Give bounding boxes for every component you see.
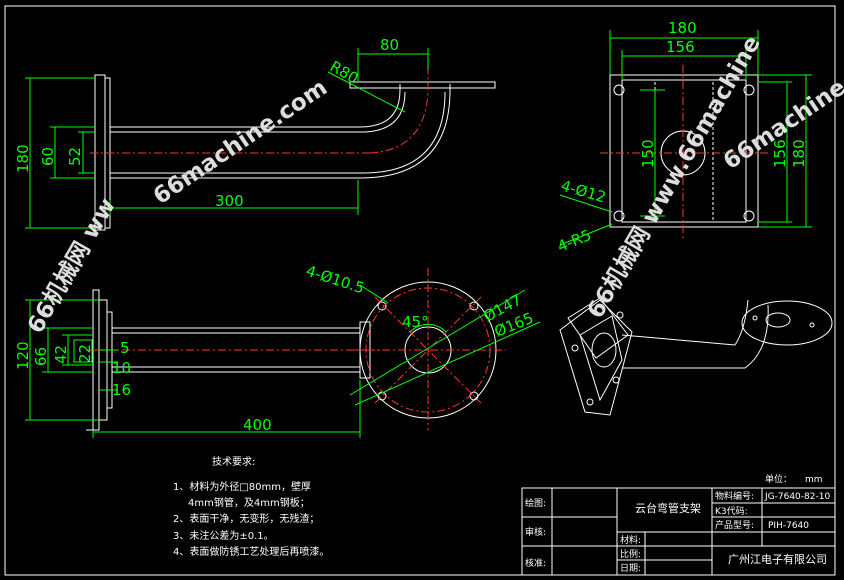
tb-drawn-label: 绘图:: [525, 497, 546, 509]
side-view-dims: [559, 30, 812, 246]
dim-120: 120: [14, 341, 32, 370]
dim-22: 22: [76, 344, 94, 363]
dim-r5: 4-R5: [555, 226, 594, 256]
front-view-bottom-dims: [25, 299, 361, 438]
notes-item-1b: 4mm钢管，及4mm钢板；: [188, 496, 310, 509]
side-view-centerlines: [600, 65, 768, 238]
unit-value: mm: [805, 475, 823, 485]
watermark-top: 66machine.com: [149, 75, 332, 210]
tb-company: 广州江电子有限公司: [728, 552, 827, 566]
flange-dims: [349, 284, 541, 406]
tb-material-label: 材料:: [620, 534, 641, 546]
dim-holes-10-5: 4-Ø10.5: [304, 262, 367, 298]
front-view-top: [94, 74, 496, 231]
tb-part-no-label: 物料编号:: [715, 490, 754, 502]
unit-label: 单位：: [765, 473, 792, 485]
dim-r80: R80: [327, 57, 362, 87]
tb-approved-label: 核准:: [525, 557, 546, 569]
dim-angle-45: 45°: [402, 313, 429, 331]
tb-date-label: 日期:: [620, 563, 641, 574]
dim-66: 66: [32, 347, 50, 366]
title-block-grid: [521, 487, 836, 576]
dim-holes-12: 4-Ø12: [559, 177, 608, 207]
dim-180-left: 180: [14, 144, 32, 173]
dim-52: 52: [66, 147, 84, 166]
front-view-bottom: [86, 289, 371, 431]
dim-180-side-top: 180: [668, 19, 697, 37]
dim-300: 300: [215, 192, 244, 210]
dim-150: 150: [639, 139, 657, 168]
dim-5: 5: [120, 339, 130, 357]
dim-80-top: 80: [380, 36, 399, 54]
notes-item-3: 3、未注公差为±0.1。: [173, 529, 274, 542]
tb-part-no: JG-7640-82-10: [764, 492, 830, 502]
dim-60: 60: [39, 147, 57, 166]
notes-item-1: 1、材料为外径□80mm，壁厚: [173, 480, 311, 493]
dim-156-side-right: 156: [771, 139, 789, 168]
notes-title: 技术要求:: [212, 455, 255, 468]
tb-part-name: 云台弯管支架: [635, 501, 701, 515]
isometric-view: [559, 297, 833, 416]
side-view: [609, 74, 759, 228]
dim-180-side-right: 180: [790, 139, 808, 168]
dim-16: 16: [112, 381, 131, 399]
watermark-left-vertical: 66机械网 ww: [23, 194, 121, 338]
tb-product-label: 产品型号:: [715, 519, 754, 531]
tb-product: PIH-7640: [768, 521, 809, 531]
front-view-top-centerlines: [90, 70, 429, 154]
dim-10: 10: [112, 359, 131, 377]
tb-checked-label: 审核:: [525, 526, 546, 538]
flange-centerlines: [350, 268, 506, 430]
dim-42: 42: [52, 345, 70, 364]
notes-item-4: 4、表面做防锈工艺处理后再喷漆。: [173, 545, 329, 558]
drawing-border: [4, 5, 836, 576]
tb-scale-label: 比例:: [620, 548, 641, 560]
dim-400: 400: [243, 416, 272, 434]
dim-156-side-top: 156: [666, 38, 695, 56]
front-view-top-dims: [25, 48, 429, 229]
tb-k3-label: K3代码:: [715, 506, 748, 517]
notes-item-2: 2、表面干净，无变形，无残渣；: [173, 512, 319, 525]
